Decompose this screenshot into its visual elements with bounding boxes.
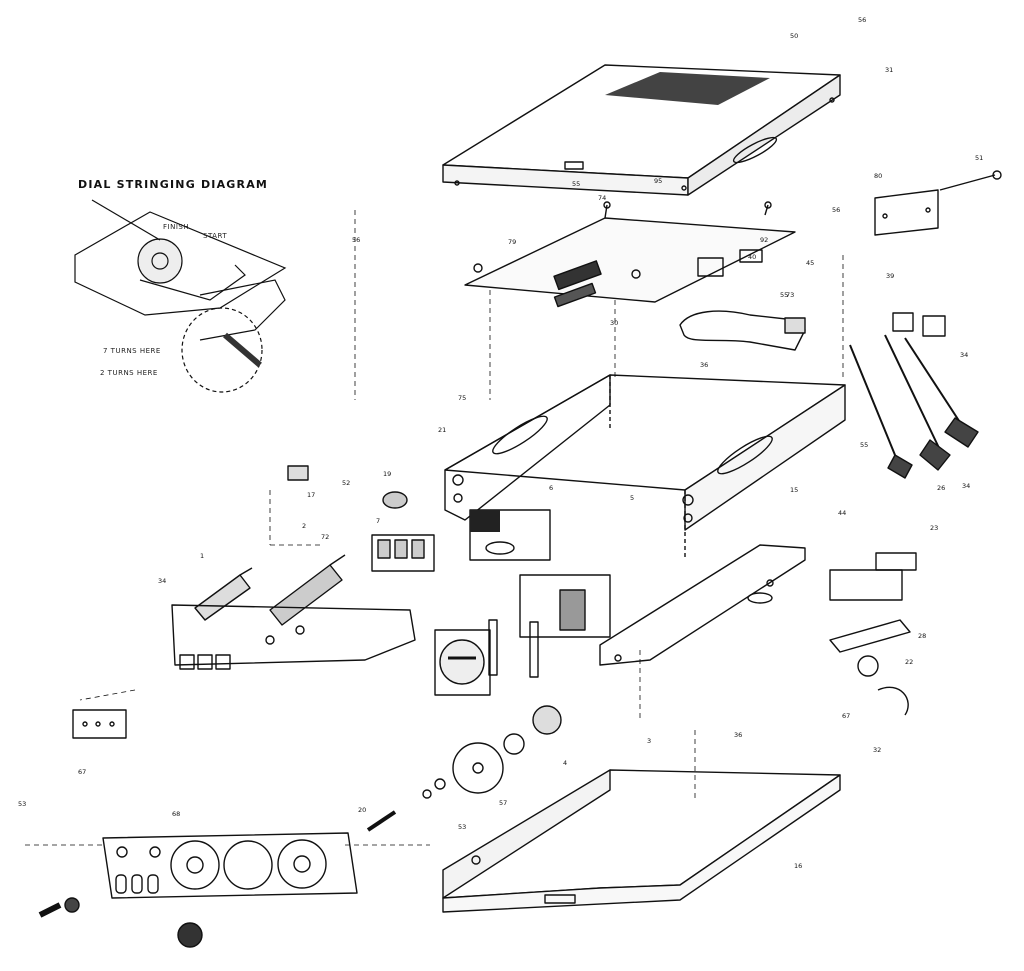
callout-c55a: 55: [572, 180, 580, 188]
callout-c26: 26: [937, 484, 945, 492]
callout-c79: 79: [508, 238, 516, 246]
turns-7-label: 7 TURNS HERE: [103, 347, 161, 355]
callout-c45: 45: [806, 259, 814, 267]
lower-bracket: [599, 544, 806, 666]
potentiometers: [194, 554, 346, 626]
dial-block: [434, 619, 539, 696]
callout-c32: 32: [873, 746, 881, 754]
callout-c22: 22: [905, 658, 913, 666]
callout-c2: 2: [302, 522, 306, 530]
dial-drum: [366, 705, 562, 832]
callout-c67a: 67: [842, 712, 850, 720]
bracket-plate: [72, 709, 127, 739]
callout-c51: 51: [975, 154, 983, 162]
callout-c72: 72: [321, 533, 329, 541]
callout-c52: 52: [342, 479, 350, 487]
callout-c73: 73: [786, 291, 794, 299]
inset-title: DIAL STRINGING DIAGRAM: [78, 178, 269, 191]
turns-2-label: 2 TURNS HERE: [100, 369, 158, 377]
callout-c56b: 56: [352, 236, 360, 244]
callout-c39: 39: [886, 272, 894, 280]
front-panel: [102, 832, 358, 899]
callout-c34c: 34: [158, 577, 166, 585]
rear-plate: [874, 170, 1002, 236]
bottom-cover: [442, 769, 841, 913]
callout-c20: 20: [358, 806, 366, 814]
callout-c67b: 67: [78, 768, 86, 776]
callout-c75: 75: [458, 394, 466, 402]
callout-c6: 6: [549, 484, 553, 492]
callout-c4: 4: [563, 759, 567, 767]
switch-cluster: [287, 465, 611, 638]
callout-c3: 3: [647, 737, 651, 745]
front-sub-plate: [171, 604, 416, 670]
callout-c16: 16: [794, 862, 802, 870]
assembly-guide-lines: [25, 210, 844, 846]
callout-c5: 5: [630, 494, 634, 502]
callout-c1: 1: [200, 552, 204, 560]
top-cover: [442, 64, 841, 196]
antenna-coil: [679, 310, 806, 351]
callout-c55c: 55: [860, 441, 868, 449]
callout-c36b: 36: [734, 731, 742, 739]
callout-c36a: 36: [700, 361, 708, 369]
callout-c56c: 56: [832, 206, 840, 214]
callout-c15: 15: [790, 486, 798, 494]
start-label: START: [203, 232, 228, 240]
alignment-tools: [849, 334, 979, 479]
callout-c30: 30: [610, 319, 618, 327]
dial-stringing-inset: [74, 199, 287, 393]
callout-c44: 44: [838, 509, 846, 517]
callout-c34b: 34: [962, 482, 970, 490]
callout-c21: 21: [438, 426, 446, 434]
callout-c50: 50: [790, 32, 798, 40]
callout-c40: 40: [748, 253, 756, 261]
callout-c7: 7: [376, 517, 380, 525]
circuit-board: [464, 201, 796, 308]
callout-c68: 68: [172, 810, 180, 818]
callout-c92: 92: [760, 236, 768, 244]
callout-c95: 95: [654, 177, 662, 185]
callout-c19: 19: [383, 470, 391, 478]
callout-c34a: 34: [960, 351, 968, 359]
callout-c17: 17: [307, 491, 315, 499]
finish-label: FINISH: [163, 223, 190, 231]
callout-c23: 23: [930, 524, 938, 532]
callout-c53a: 53: [18, 800, 26, 808]
callout-c80: 80: [874, 172, 882, 180]
callout-c28: 28: [918, 632, 926, 640]
callout-c74: 74: [598, 194, 606, 202]
callout-c56a: 56: [858, 16, 866, 24]
callout-c31: 31: [885, 66, 893, 74]
knobs: [38, 897, 203, 948]
right-hardware: [829, 312, 946, 716]
callout-c55b: 55: [780, 291, 788, 299]
main-chassis: [444, 374, 846, 560]
callout-c57: 57: [499, 799, 507, 807]
callout-c53b: 53: [458, 823, 466, 831]
